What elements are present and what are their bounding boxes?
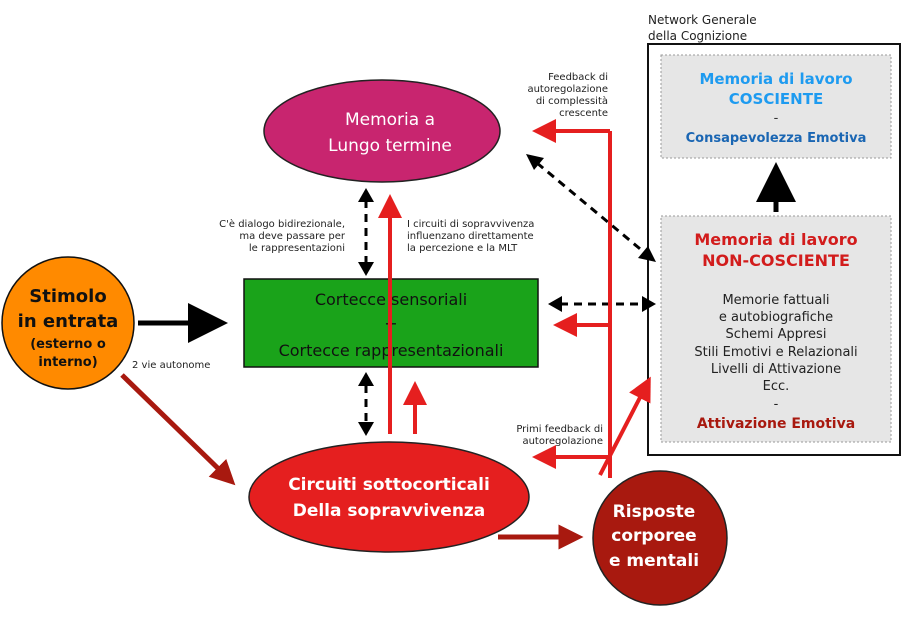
- stimulus-line1: Stimolo: [29, 286, 106, 307]
- nonconscious-title-line1: Memoria di lavoro: [694, 230, 857, 249]
- arrow-head-dr: [638, 246, 656, 262]
- note-first-feedback: Primi feedback di autoregolazione: [516, 424, 603, 447]
- stimulus-line2: in entrata: [18, 311, 119, 332]
- responses-line3: e mentali: [609, 551, 699, 571]
- nonconscious-box-frame: [660, 215, 892, 443]
- dashed-cortices-subcortical: [358, 372, 374, 436]
- long-term-memory: Memoria a Lungo termine: [263, 79, 501, 183]
- stimulus-line3: (esterno o: [30, 337, 106, 352]
- network-title-line2: della Cognizione: [648, 29, 747, 43]
- nonconscious-item: Livelli di Attivazione: [711, 362, 841, 377]
- note-line: crescente: [559, 108, 608, 119]
- subcortical-ellipse: [248, 441, 530, 553]
- nonconscious-memory-box: Memoria di lavoro NON-COSCIENTE Memorie …: [660, 215, 892, 443]
- red-feedback-lines: [378, 119, 651, 478]
- network-title-line1: Network Generale: [648, 13, 757, 27]
- arrow-head-up: [358, 372, 374, 386]
- note-line: le rappresentazioni: [249, 243, 345, 254]
- nonconscious-dash: -: [774, 397, 779, 412]
- note-line: di complessità: [536, 95, 608, 107]
- conscious-box-frame: [660, 54, 892, 159]
- subcortical-line1: Circuiti sottocorticali: [288, 475, 490, 495]
- arrow-stimulus-to-subcortical: [120, 373, 236, 486]
- ltm-line1: Memoria a: [345, 110, 435, 130]
- arrow-head-up: [358, 188, 374, 202]
- ltm-line2: Lungo termine: [328, 136, 452, 156]
- note-line: I circuiti di sopravvivenza: [407, 219, 534, 230]
- nonconscious-item: Memorie fattuali: [722, 293, 829, 308]
- note-survival-influence: I circuiti di sopravvivenza influenzano …: [407, 219, 534, 254]
- note-line: influenzano direttamente: [407, 231, 534, 242]
- conscious-title-line1: Memoria di lavoro: [699, 70, 852, 88]
- note-dialogue: C'è dialogo bidirezionale, ma deve passa…: [219, 218, 346, 254]
- conscious-memory-box: Memoria di lavoro COSCIENTE - Consapevol…: [660, 54, 892, 159]
- conscious-subtitle: Consapevolezza Emotiva: [686, 131, 867, 146]
- note-line: C'è dialogo bidirezionale,: [219, 218, 345, 230]
- nonconscious-item: e autobiografiche: [719, 310, 833, 325]
- conscious-title-line2: COSCIENTE: [729, 90, 823, 108]
- dashed-ltm-nonconscious: [526, 154, 656, 262]
- stimulus: Stimolo in entrata (esterno o interno): [1, 256, 135, 390]
- note-feedback-complex: Feedback di autoregolazione di complessi…: [527, 72, 608, 119]
- note-line: autoregolazione: [522, 436, 603, 447]
- responses-line2: corporee: [611, 526, 696, 546]
- arrow-head-ul: [526, 154, 544, 170]
- nonconscious-title-line2: NON-COSCIENTE: [702, 251, 850, 270]
- nonconscious-item: Stili Emotivi e Relazionali: [694, 345, 857, 360]
- note-line: la percezione e la MLT: [407, 243, 518, 254]
- arrow-head-right: [642, 296, 656, 312]
- arrow-responses-to-nonconscious: [598, 376, 651, 476]
- nonconscious-item: Schemi Appresi: [726, 327, 827, 342]
- arrow-head-down: [358, 422, 374, 436]
- note-line: Feedback di: [548, 72, 608, 83]
- note-line: autoregolazione: [527, 84, 608, 95]
- responses: Risposte corporee e mentali: [592, 470, 728, 606]
- dashed-ltm-cortices: [358, 188, 374, 276]
- stimulus-circle: [1, 256, 135, 390]
- dashed-line: [536, 161, 646, 255]
- stimulus-line4: interno): [38, 355, 97, 370]
- conscious-dash: -: [774, 111, 779, 126]
- responses-line1: Risposte: [613, 502, 696, 522]
- dashed-cortices-nonconscious: [548, 296, 656, 312]
- subcortical-line2: Della sopravvivenza: [293, 501, 486, 521]
- nonconscious-item: Ecc.: [763, 379, 790, 394]
- subcortical-circuits: Circuiti sottocorticali Della sopravvive…: [248, 441, 530, 553]
- note-two-routes: 2 vie autonome: [132, 360, 210, 371]
- arrow-head-left: [548, 296, 562, 312]
- note-line: Primi feedback di: [516, 424, 603, 435]
- note-line: ma deve passare per: [239, 231, 346, 242]
- responses-circle: [592, 470, 728, 606]
- long-term-memory-ellipse: [263, 79, 501, 183]
- arrow-head-down: [358, 262, 374, 276]
- nonconscious-subtitle: Attivazione Emotiva: [697, 416, 855, 432]
